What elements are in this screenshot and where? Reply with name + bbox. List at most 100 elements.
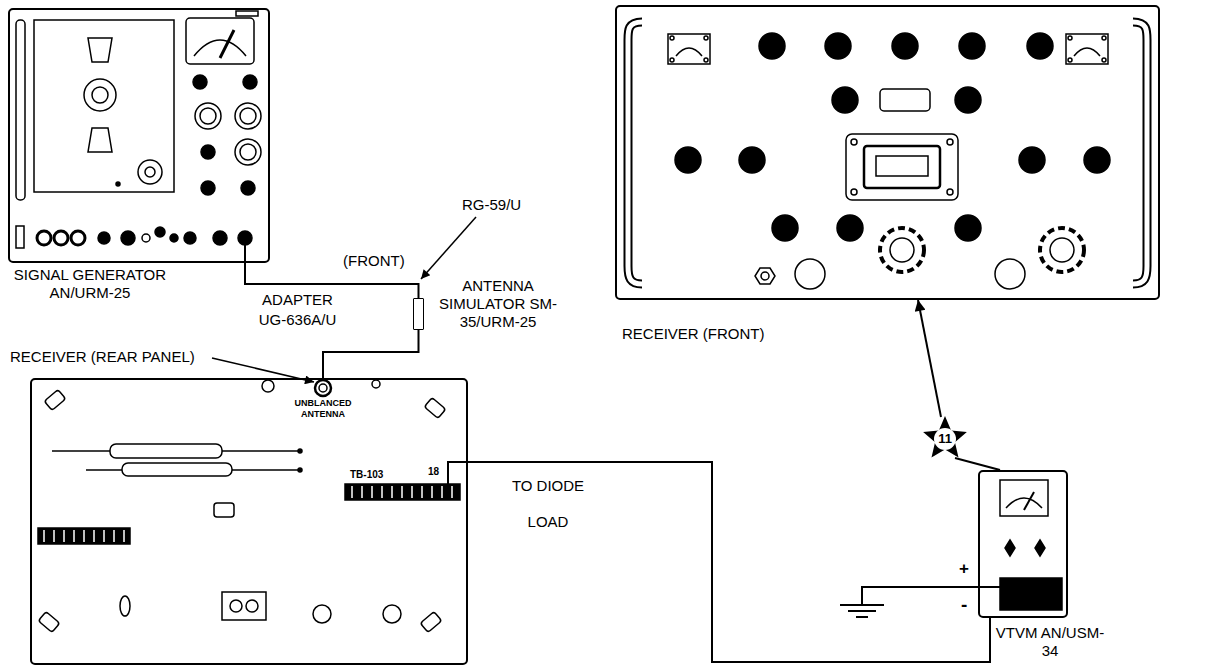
receiver-front-art	[947, 139, 953, 145]
signal-generator-art	[155, 227, 165, 237]
connector-group	[245, 263, 1000, 662]
receiver-rear-art	[319, 384, 327, 392]
signal-generator-art	[71, 231, 85, 245]
signal-generator-art	[201, 181, 215, 195]
signal-generator-art	[240, 144, 256, 160]
receiver-rear-art	[44, 390, 66, 411]
signal-generator-art	[193, 75, 207, 89]
receiver-rear-art	[420, 612, 442, 633]
receiver-rear-art	[122, 463, 232, 476]
receiver-rear-art	[222, 592, 266, 620]
polarity-sign: +	[959, 560, 969, 578]
signal-generator-art	[243, 75, 257, 89]
leader-lines	[212, 217, 476, 382]
signal-generator-art	[121, 231, 135, 245]
receiver-rear-art	[52, 450, 110, 452]
signal-generator-art	[236, 11, 258, 16]
terminal-number: 18	[428, 463, 439, 481]
receiver-front-art	[1027, 33, 1053, 59]
equipment-heading: 11	[922, 416, 968, 462]
receiver-front-art	[668, 34, 710, 64]
signal-generator-art	[220, 30, 234, 58]
signal-generator-art	[186, 18, 254, 64]
signal-generator-art	[37, 231, 51, 245]
ground-lead	[840, 604, 884, 606]
receiver-rear-art	[86, 469, 122, 471]
vtvm-art	[1035, 540, 1045, 556]
receiver-front-art	[1040, 228, 1084, 272]
signal-generator-art	[88, 38, 112, 62]
receiver-front-art	[628, 22, 1147, 289]
signal-generator-art	[88, 128, 112, 152]
receiver-rear-art	[262, 380, 274, 392]
signal-generator-art	[235, 103, 261, 129]
signal-generator-art	[241, 181, 255, 195]
ground-lead	[856, 616, 868, 618]
receiver-rear-art	[298, 449, 302, 453]
receiver-front-art	[1102, 36, 1106, 40]
receiver-front-art	[676, 48, 702, 56]
leader-lines	[421, 217, 476, 279]
vtvm-art	[1024, 492, 1034, 510]
receiver-front-art	[947, 189, 953, 195]
signal-generator-art	[84, 79, 116, 111]
receiver-rear-art	[298, 468, 302, 472]
receiver-front-art	[837, 215, 863, 241]
receiver-front-art	[955, 215, 981, 241]
terminal-board-label: TB-103	[350, 466, 383, 484]
panel-side-label: (FRONT)	[343, 252, 405, 270]
receiver-rear-art	[44, 530, 124, 542]
signal-generator-art	[138, 160, 162, 184]
vtvm-art	[1000, 480, 1062, 610]
receiver-rear-art	[345, 484, 460, 500]
receiver-front-art	[761, 272, 769, 280]
receiver-front-art	[1133, 22, 1147, 284]
receiver-front-art	[832, 87, 858, 113]
receiver-front-art	[959, 33, 985, 59]
signal-generator-art	[213, 231, 227, 245]
polarity-sign: -	[961, 596, 967, 614]
vtvm-art	[1005, 540, 1015, 556]
receiver-rear-art	[448, 462, 468, 486]
equipment-heading: RECEIVER (REAR PANEL)	[10, 348, 195, 366]
receiver-front-art	[704, 58, 708, 62]
signal-generator-art	[92, 87, 108, 103]
signal-generator-art	[98, 232, 110, 244]
ground-lead	[840, 587, 1000, 617]
signal-generator-art	[184, 232, 196, 244]
ground-lead	[848, 610, 876, 612]
receiver-front-art	[851, 189, 857, 195]
receiver-front-art	[628, 22, 642, 284]
receiver-front-art	[955, 87, 981, 113]
receiver-rear-art	[424, 398, 446, 419]
receiver-front-art	[739, 147, 765, 173]
equipment-heading: RECEIVER (FRONT)	[622, 325, 765, 343]
signal-generator-art	[200, 108, 216, 124]
vtvm-art	[1006, 498, 1042, 508]
receiver-front-art	[755, 268, 775, 284]
cable-connector	[323, 330, 419, 378]
signal-generator-art	[142, 234, 150, 242]
receiver-front-art	[876, 156, 928, 176]
receiver-front-art	[880, 89, 930, 111]
signal-generator-art	[201, 145, 215, 159]
receiver-rear-art	[214, 503, 234, 517]
receiver-front-art	[1084, 147, 1110, 173]
receiver-front-art	[1050, 238, 1074, 262]
receiver-rear-art	[110, 444, 222, 458]
receiver-front-art	[892, 33, 918, 59]
connector-label: TO DIODE LOAD	[505, 468, 591, 540]
receiver-front-art	[675, 147, 701, 173]
signal-generator-art	[240, 108, 256, 124]
receiver-front-art	[846, 134, 958, 200]
receiver-rear-art	[230, 600, 242, 612]
cable-connector	[918, 300, 941, 417]
receiver-front-art	[1102, 58, 1106, 62]
receiver-rear-art	[38, 528, 130, 544]
signal-generator-art	[170, 234, 178, 242]
receiver-front-art	[1068, 58, 1072, 62]
signal-generator-art	[16, 11, 261, 263]
vtvm-art	[1000, 480, 1048, 516]
